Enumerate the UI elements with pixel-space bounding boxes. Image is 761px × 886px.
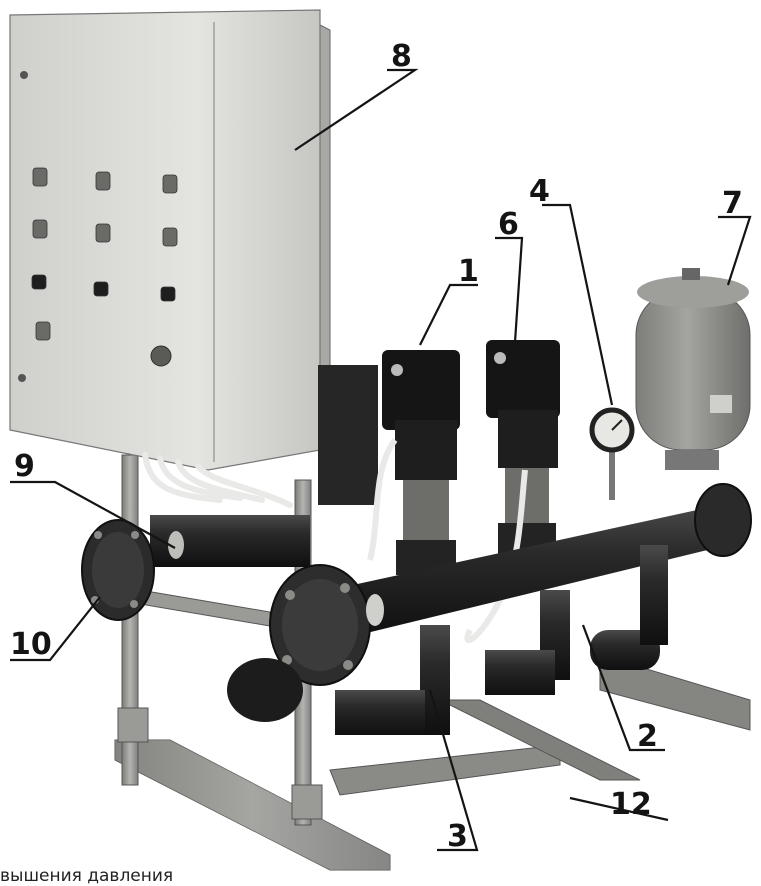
pipework bbox=[227, 545, 668, 735]
pressure-gauge bbox=[589, 407, 635, 500]
callout-2: 2 bbox=[637, 719, 658, 754]
pump-rear bbox=[318, 365, 378, 505]
callout-6: 6 bbox=[498, 207, 519, 242]
callout-12: 12 bbox=[610, 787, 652, 822]
pump-right bbox=[486, 340, 560, 558]
callout-1: 1 bbox=[458, 254, 479, 289]
figure-caption: вышения давления bbox=[0, 866, 174, 886]
leader-lines bbox=[10, 68, 752, 852]
control-cabinet bbox=[9, 9, 331, 508]
callout-7: 7 bbox=[722, 186, 743, 221]
callout-4: 4 bbox=[529, 174, 550, 209]
callout-labels: 1 2 3 4 6 7 8 9 10 12 bbox=[10, 39, 743, 854]
pump-left bbox=[382, 350, 460, 575]
expansion-tank bbox=[635, 268, 751, 470]
callout-8: 8 bbox=[391, 39, 412, 74]
front-header bbox=[269, 483, 752, 686]
rear-header bbox=[81, 515, 310, 621]
callout-3: 3 bbox=[447, 819, 468, 854]
callout-9: 9 bbox=[14, 449, 35, 484]
callout-10: 10 bbox=[10, 627, 52, 662]
